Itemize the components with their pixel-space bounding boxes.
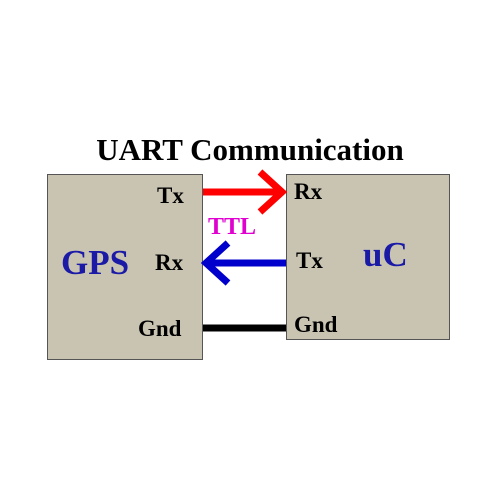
ttl-label: TTL bbox=[208, 214, 257, 240]
diagram-title: UART Communication bbox=[96, 132, 404, 167]
uc-label: uC bbox=[363, 235, 408, 274]
uc-tx-pin-label: Tx bbox=[296, 248, 323, 273]
gps-rx-pin-label: Rx bbox=[155, 250, 184, 275]
uc-gnd-pin-label: Gnd bbox=[294, 312, 338, 337]
gps-label: GPS bbox=[61, 243, 130, 282]
gps-box bbox=[47, 174, 203, 360]
rx-from-tx-arrow bbox=[200, 240, 286, 286]
gps-tx-pin-label: Tx bbox=[157, 183, 184, 208]
uc-rx-pin-label: Rx bbox=[294, 179, 323, 204]
tx-to-rx-arrow bbox=[203, 169, 288, 215]
uc-box bbox=[286, 174, 450, 340]
gps-gnd-pin-label: Gnd bbox=[138, 316, 182, 341]
